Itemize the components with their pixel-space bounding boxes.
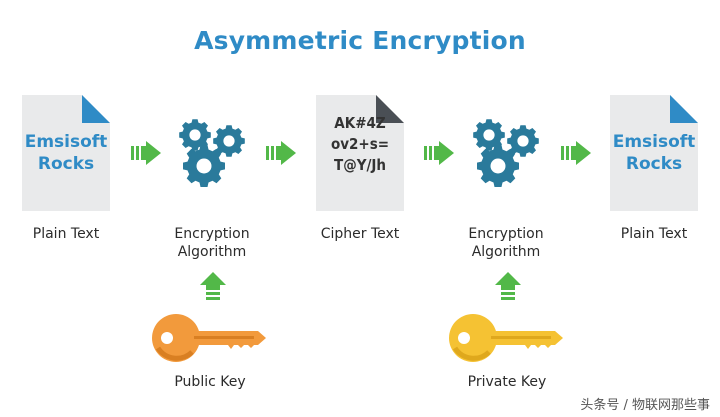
plain-text-caption-1: Plain Text — [32, 226, 100, 242]
encryption-algorithm-caption-2: Encryption Algorithm — [436, 225, 576, 261]
document-line: Rocks — [37, 154, 95, 174]
arrow-up-icon — [200, 272, 226, 300]
document-line: AK#4Z — [334, 114, 386, 132]
caption-line: Encryption — [468, 226, 544, 242]
document-content: AK#4Z ov2+s= T@Y/Jh — [316, 113, 404, 176]
arrow-right-icon — [424, 141, 454, 165]
document-content: Emsisoft Rocks — [610, 131, 698, 175]
document-line: ov2+s= — [330, 135, 390, 153]
cipher-text-caption: Cipher Text — [320, 226, 400, 242]
plain-text-document-1: Emsisoft Rocks — [22, 95, 110, 211]
public-key-caption: Public Key — [174, 374, 246, 390]
document-line: Rocks — [625, 154, 683, 174]
document-icon — [22, 95, 110, 211]
arrow-right-icon — [561, 141, 591, 165]
document-line: Emsisoft — [612, 132, 696, 152]
document-content: Emsisoft Rocks — [22, 131, 110, 175]
document-icon — [610, 95, 698, 211]
document-line: Emsisoft — [24, 132, 108, 152]
watermark: 头条号 / 物联网那些事 — [580, 398, 710, 413]
document-line: T@Y/Jh — [333, 156, 387, 174]
gear-cluster-icon — [179, 119, 245, 187]
caption-line: Algorithm — [177, 244, 247, 260]
plain-text-document-2: Emsisoft Rocks — [610, 95, 698, 211]
arrow-right-icon — [266, 141, 296, 165]
private-key-caption: Private Key — [467, 374, 547, 390]
public-key-icon — [152, 314, 266, 362]
arrow-right-icon — [131, 141, 161, 165]
caption-line: Algorithm — [471, 244, 541, 260]
private-key-icon — [449, 314, 563, 362]
document-icon — [316, 95, 404, 211]
arrow-up-icon — [495, 272, 521, 300]
gear-cluster-icon — [473, 119, 539, 187]
diagram-title: Asymmetric Encryption — [194, 26, 526, 55]
cipher-text-document: AK#4Z ov2+s= T@Y/Jh — [316, 95, 404, 211]
caption-line: Encryption — [174, 226, 250, 242]
encryption-algorithm-caption-1: Encryption Algorithm — [142, 225, 282, 261]
plain-text-caption-2: Plain Text — [620, 226, 688, 242]
